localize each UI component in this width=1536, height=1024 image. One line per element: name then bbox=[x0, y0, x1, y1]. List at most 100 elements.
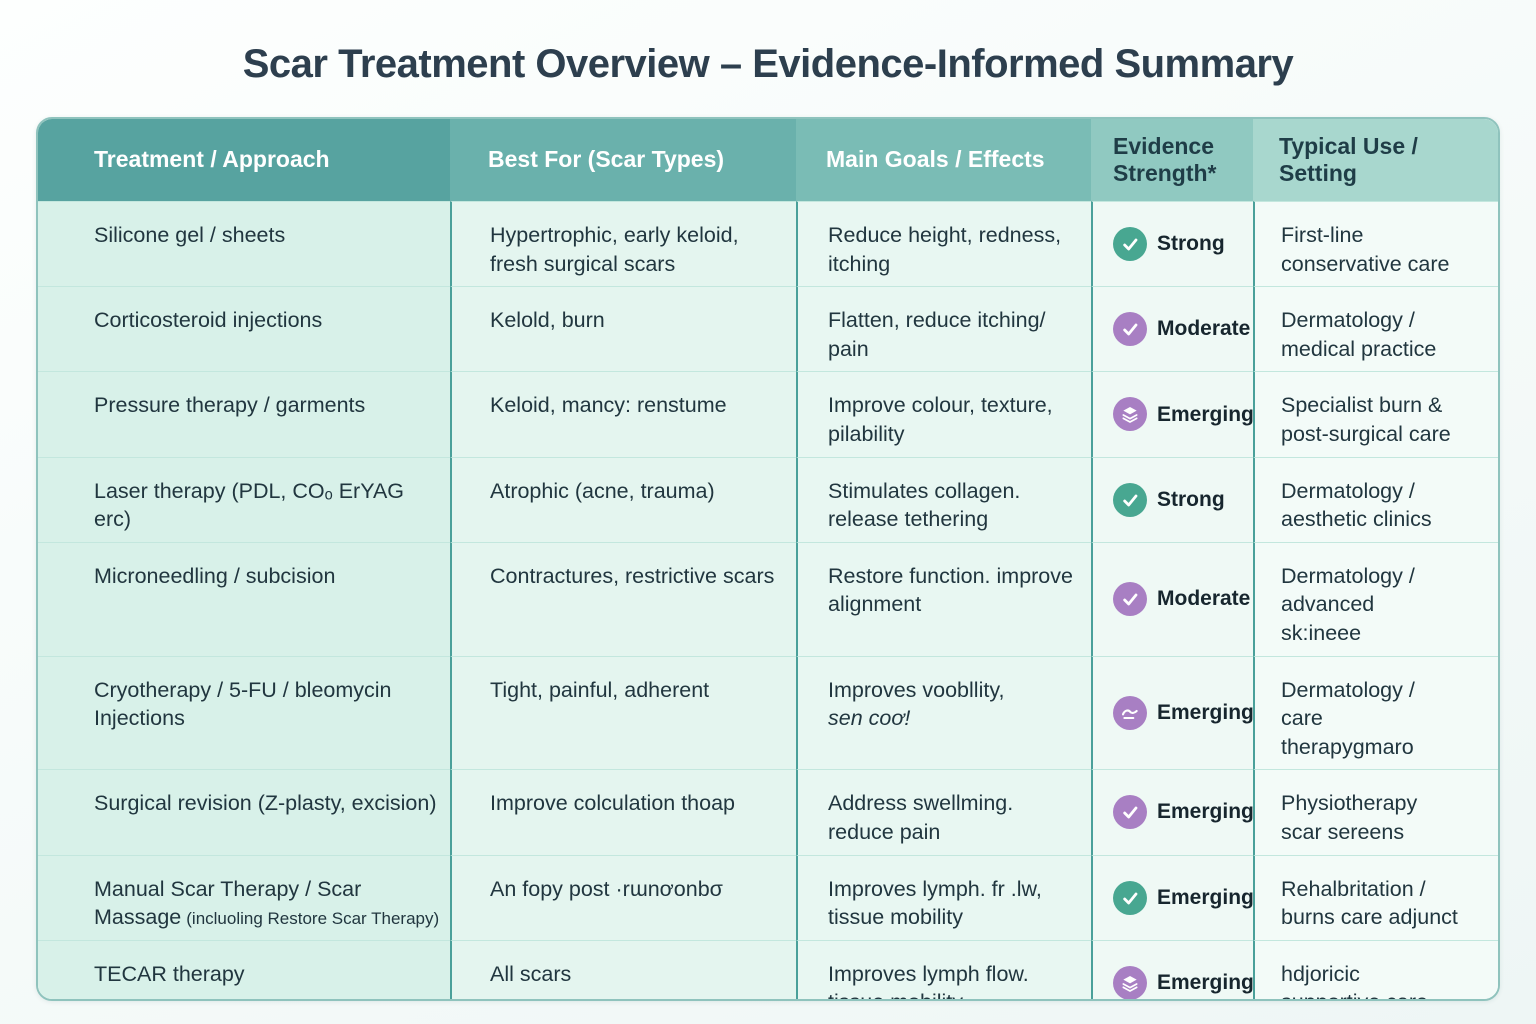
table-row: Manual Scar Therapy / Scar Massage(inclu… bbox=[38, 854, 1498, 940]
evidence-label: Emerging bbox=[1157, 885, 1254, 909]
goals-text: Address swellming. reduce pain bbox=[828, 791, 1014, 844]
best-for-text: An fopy post ·rɯnơonbσ bbox=[490, 876, 723, 901]
treatment-name: Corticosteroid injections bbox=[94, 308, 323, 333]
treatment-cell: Silicone gel / sheets bbox=[38, 201, 450, 287]
evidence-label: Emerging bbox=[1157, 402, 1254, 426]
treatment-name: TECAR therapy bbox=[94, 961, 245, 986]
best-for-text: Keloid, mancy: renstume bbox=[490, 393, 727, 418]
best-for-cell: Hypertrophic, early keloid, fresh surgic… bbox=[450, 201, 796, 287]
setting-text: Specialist burn & post-surgical care bbox=[1281, 393, 1451, 446]
setting-cell: Rehalbritation / burns care adjunct bbox=[1253, 854, 1498, 940]
setting-text: Dermatology / advanced sk:ineee bbox=[1281, 563, 1415, 645]
best-for-cell: An fopy post ·rɯnơonbσ bbox=[450, 854, 796, 940]
setting-text: Rehalbritation / burns care adjunct bbox=[1281, 876, 1458, 930]
treatment-cell: Laser therapy (PDL, COₒ ErYAG erc) bbox=[38, 456, 450, 542]
goals-text: Improves voobllity, bbox=[828, 677, 1005, 702]
column-header-best-for: Best For (Scar Types) bbox=[450, 119, 796, 201]
setting-cell: Dermatology / advanced sk:ineee bbox=[1253, 541, 1498, 656]
treatment-name: Silicone gel / sheets bbox=[94, 223, 286, 247]
setting-text: First-line conservative care bbox=[1281, 223, 1450, 276]
goals-cell: Improves voobllity, sen coơ! bbox=[796, 655, 1091, 770]
best-for-cell: Contractures, restrictive scars bbox=[450, 541, 796, 656]
check-icon bbox=[1113, 880, 1147, 915]
setting-cell: Dermatology / aesthetic clinics bbox=[1253, 456, 1498, 542]
check-icon bbox=[1113, 482, 1147, 517]
evidence-cell: Moderate bbox=[1091, 541, 1253, 656]
table-row: Corticosteroid injections Kelold, burn F… bbox=[38, 286, 1498, 372]
evidence-label: Strong bbox=[1157, 487, 1225, 511]
scar-treatment-table: Treatment / Approach Best For (Scar Type… bbox=[36, 117, 1500, 1001]
setting-cell: Physiotherapy scar sereens bbox=[1253, 769, 1498, 855]
evidence-cell: Moderate bbox=[1091, 286, 1253, 372]
goals-text: Improves lymph. fr .lw, tissue mobility bbox=[828, 876, 1042, 930]
best-for-cell: Tight, painful, adherent bbox=[450, 655, 796, 770]
best-for-cell: Atrophic (acne, trauma) bbox=[450, 456, 796, 542]
evidence-cell: Emerging bbox=[1091, 371, 1254, 457]
goals-text: Restore function. improve alignment bbox=[828, 563, 1073, 617]
check-icon bbox=[1113, 795, 1147, 830]
layers-icon bbox=[1113, 397, 1147, 432]
treatment-name: Pressure therapy / garments bbox=[94, 393, 366, 418]
treatment-cell: TECAR therapy bbox=[38, 939, 450, 999]
setting-cell: Dermatology / medical practice bbox=[1253, 286, 1498, 372]
table-row: Laser therapy (PDL, COₒ ErYAG erc) Atrop… bbox=[38, 456, 1498, 542]
setting-cell: Dermatology / care therapygmaro bbox=[1253, 655, 1498, 770]
goals-cell: Reduce height, redness, itching bbox=[796, 201, 1091, 287]
setting-text: Dermatology / medical practice bbox=[1281, 308, 1437, 361]
treatment-note: (incluoling Restore Scar Therapy) bbox=[186, 909, 440, 929]
evidence-cell: Emerging bbox=[1091, 655, 1254, 770]
goals-text: Improves lymph flow. tissue mobility bbox=[828, 961, 1029, 999]
setting-cell: First-line conservative care bbox=[1253, 201, 1498, 287]
goals-note: sen coơ! bbox=[828, 706, 911, 731]
goals-cell: Improve colour, texture, pilability bbox=[796, 371, 1091, 457]
goals-cell: Improves lymph. fr .lw, tissue mobility bbox=[796, 854, 1091, 940]
column-header-treatment: Treatment / Approach bbox=[38, 119, 450, 201]
evidence-label: Emerging bbox=[1157, 800, 1254, 824]
goals-cell: Address swellming. reduce pain bbox=[796, 769, 1091, 855]
table-row: Cryotherapy / 5-FU / bleomycin Injection… bbox=[38, 655, 1498, 770]
best-for-text: Hypertrophic, early keloid, fresh surgic… bbox=[490, 223, 739, 276]
evidence-label: Emerging bbox=[1157, 700, 1254, 724]
best-for-cell: Improve colculation thoap bbox=[450, 769, 796, 855]
treatment-cell: Microneedling / subcision bbox=[38, 541, 450, 656]
goals-cell: Stimulates collagen. release tethering bbox=[796, 456, 1091, 542]
setting-cell: hdjoricic supportive care bbox=[1253, 939, 1498, 999]
evidence-cell: Strong bbox=[1091, 201, 1253, 287]
goals-text: Stimulates collagen. release tethering bbox=[828, 478, 1021, 532]
layers-icon bbox=[1113, 965, 1147, 999]
table-row: Pressure therapy / garments Keloid, manc… bbox=[38, 371, 1498, 457]
column-header-setting: Typical Use / Setting bbox=[1253, 119, 1498, 201]
goals-cell: Restore function. improve alignment bbox=[796, 541, 1091, 656]
treatment-name: Cryotherapy / 5-FU / bleomycin Injection… bbox=[94, 677, 392, 731]
column-header-evidence: Evidence Strength* bbox=[1091, 119, 1253, 201]
treatment-cell: Cryotherapy / 5-FU / bleomycin Injection… bbox=[38, 655, 450, 770]
treatment-name: Surgical revision (Z-plasty, excision) bbox=[94, 791, 437, 816]
treatment-cell: Corticosteroid injections bbox=[38, 286, 450, 372]
evidence-cell: Emerging bbox=[1091, 769, 1254, 855]
table-row: TECAR therapy All scars Improves lymph f… bbox=[38, 939, 1498, 999]
best-for-text: Contractures, restrictive scars bbox=[490, 563, 775, 588]
setting-text: Physiotherapy scar sereens bbox=[1281, 791, 1418, 844]
evidence-cell: Strong bbox=[1091, 456, 1253, 542]
table-row: Microneedling / subcision Contractures, … bbox=[38, 541, 1498, 656]
best-for-text: Improve colculation thoap bbox=[490, 791, 736, 816]
check-icon bbox=[1113, 582, 1147, 617]
evidence-cell: Emerging bbox=[1091, 854, 1254, 940]
setting-text: hdjoricic supportive care bbox=[1281, 961, 1428, 999]
goals-text: Flatten, reduce itching/ pain bbox=[828, 308, 1046, 361]
table-header-row: Treatment / Approach Best For (Scar Type… bbox=[38, 119, 1498, 201]
hand-icon bbox=[1113, 695, 1147, 730]
setting-cell: Specialist burn & post-surgical care bbox=[1253, 371, 1498, 457]
best-for-cell: All scars bbox=[450, 939, 796, 999]
check-icon bbox=[1113, 227, 1147, 262]
goals-text: Reduce height, redness, itching bbox=[828, 223, 1062, 276]
best-for-text: Kelold, burn bbox=[490, 308, 605, 333]
treatment-name: Microneedling / subcision bbox=[94, 563, 336, 588]
treatment-cell: Surgical revision (Z-plasty, excision) bbox=[38, 769, 450, 855]
treatment-name: Manual Scar Therapy / Scar Massage bbox=[94, 876, 362, 930]
evidence-label: Strong bbox=[1157, 232, 1225, 256]
treatment-name: Laser therapy (PDL, COₒ ErYAG erc) bbox=[94, 478, 405, 532]
column-header-goals: Main Goals / Effects bbox=[796, 119, 1091, 201]
best-for-text: Tight, painful, adherent bbox=[490, 677, 710, 702]
setting-text: Dermatology / care therapygmaro bbox=[1281, 677, 1415, 759]
